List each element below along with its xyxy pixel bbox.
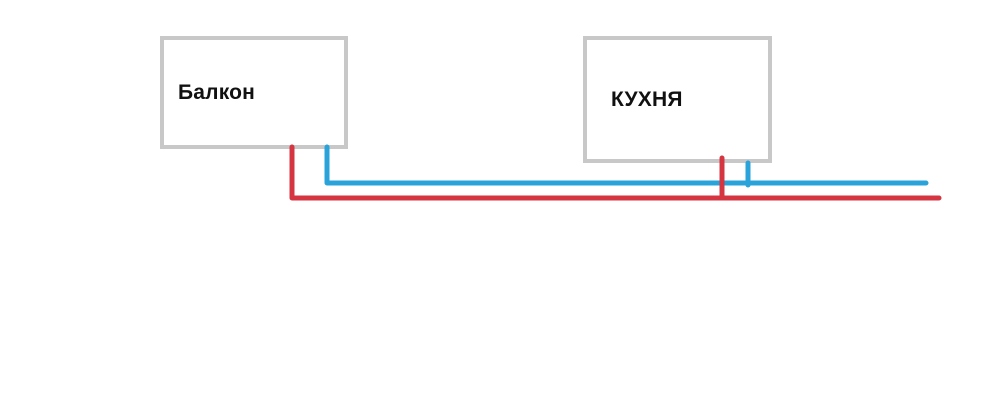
room-box-balkon: Балкон: [160, 36, 348, 149]
room-label-balkon: Балкон: [178, 81, 256, 104]
room-label-kuhnya: КУХНЯ: [611, 88, 683, 111]
room-box-kuhnya: КУХНЯ: [583, 36, 772, 163]
